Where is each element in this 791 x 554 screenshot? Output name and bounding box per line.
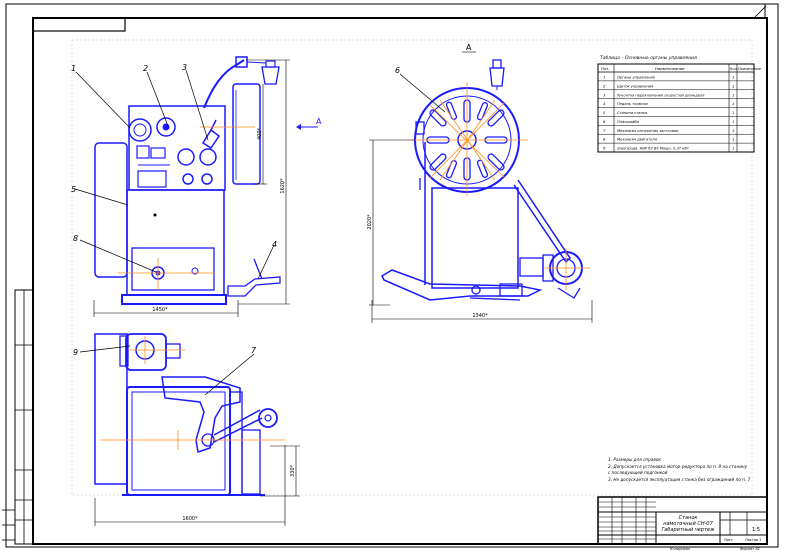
parts-table-cell: Станина станка [617, 111, 647, 115]
callout-1: 1 [71, 64, 76, 73]
front-lever [201, 128, 221, 150]
parts-table-cell: 1 [603, 74, 605, 79]
parts-table-cell: 3 [603, 92, 606, 97]
parts-table-cell: Щиток управления [617, 84, 654, 88]
callout-4: 4 [272, 240, 277, 249]
designation-box [32, 17, 126, 32]
parts-table-cell: Планшайба [617, 120, 639, 124]
front-dial-a [128, 118, 152, 142]
side-spool [492, 59, 502, 69]
parts-table-cell: 7 [603, 128, 606, 133]
view-label-a: А [466, 43, 472, 52]
side-column [431, 187, 519, 289]
parts-table-cell: 1 [732, 74, 734, 79]
front-dimensions [93, 59, 290, 317]
front-view [94, 56, 281, 305]
front-dial-f [201, 173, 213, 185]
parts-table-cell: Органы управления [617, 75, 656, 79]
parts-table-cell: 9 [603, 146, 606, 151]
note-1: 1. Размеры для справок [608, 457, 661, 462]
parts-table-cell: 1 [732, 110, 734, 115]
front-door [131, 247, 215, 291]
front-pedal [227, 276, 281, 297]
section-label-a: А [316, 117, 322, 126]
parts-table-cell: Механизм натяжения заготовки [617, 129, 679, 133]
outer-border [5, 3, 779, 548]
parts-table-header-name: Наименование [655, 66, 685, 71]
note-2: 2. Допускается установка мотор-редуктора… [608, 464, 748, 469]
top-dimensions [94, 445, 300, 526]
parts-table-header-qty: Кол. [730, 67, 738, 71]
side-base-linkage [381, 269, 543, 301]
front-dial-b [156, 117, 176, 137]
note-2b: с последующей подгонкой [608, 470, 668, 475]
dim-front-width: 1450* [152, 307, 168, 313]
callout-3: 3 [182, 63, 187, 72]
parts-table-cell: 1 [732, 128, 734, 133]
callout-6: 6 [395, 66, 400, 75]
title-copied: Копировал [670, 547, 691, 551]
callout-2: 2 [143, 64, 148, 73]
parts-table-cell: 1 [732, 101, 734, 106]
parts-table-cell: 1 [732, 146, 734, 151]
front-control-panel [128, 105, 226, 191]
front-base [121, 294, 227, 305]
top-pulley [258, 408, 278, 428]
title-sheet: Лист [724, 538, 733, 542]
dim-side-width: 1340* [472, 313, 488, 319]
front-dial-c [177, 148, 195, 166]
parts-table-rows: 1 Органы управления 1 2 Щиток управления 1 3 Ру… [598, 74, 754, 153]
side-dimensions [369, 139, 593, 323]
parts-table-cell: 6 [603, 119, 606, 124]
title-scale: 1:5 [752, 527, 760, 533]
title-format: Формат А1 [740, 547, 760, 551]
parts-table-cell: Механизм двигателя [617, 138, 658, 142]
parts-table-cell: 2 [603, 83, 606, 88]
parts-table-cell: 1 [732, 92, 734, 97]
parts-table-cell: 1 [732, 137, 734, 142]
dim-side-height: 2020* [367, 214, 373, 230]
dim-front-height-total: 1620* [280, 178, 286, 194]
parts-table-cell: 1 [732, 119, 734, 124]
parts-table-cell: 5 [603, 110, 606, 115]
title-name-line2: намоточный СН-07 [663, 521, 713, 527]
inner-frame [32, 17, 768, 545]
front-dial-d [199, 148, 217, 166]
callout-5: 5 [71, 185, 76, 194]
front-spool-arm [203, 59, 245, 109]
callout-8: 8 [73, 234, 78, 243]
dim-front-height-upper: 400* [257, 127, 263, 140]
parts-table-cell: 1 [732, 83, 734, 88]
title-block [597, 496, 768, 545]
parts-table-header-pos: Поз. [601, 66, 609, 71]
parts-table-header-note: Примечание [738, 67, 761, 71]
top-view [94, 333, 278, 496]
front-dial-e [182, 173, 194, 185]
side-view [381, 59, 583, 301]
title-name-line1: Станок [679, 515, 698, 521]
callout-9: 9 [73, 348, 78, 357]
front-motor [94, 142, 128, 278]
side-arm [513, 179, 571, 264]
dim-top-width: 1600* [182, 516, 198, 522]
parts-table-cell: Электродв. АИР 63 В4 Мощн. 0,37 кВт [616, 147, 690, 151]
note-3: 3. Не допускается эксплуатация станка бе… [608, 477, 751, 482]
top-tension-mechanism [161, 376, 241, 453]
side-stamp-column [2, 289, 34, 545]
title-sheets: Листов 1 [745, 538, 761, 542]
parts-table-cell: 8 [603, 137, 606, 142]
title-name-line3: Габаритный чертеж [661, 527, 715, 533]
front-body [126, 189, 225, 296]
dim-top-depth: 330* [290, 464, 296, 477]
parts-table-cell: Рукоятка переключения скоростей шпинделя [617, 93, 705, 97]
parts-table-cell: 4 [603, 101, 606, 106]
front-right-column [232, 83, 261, 185]
top-motor [125, 333, 167, 371]
drawing-area [71, 39, 753, 496]
callout-7: 7 [251, 346, 257, 355]
parts-table-title: Таблица – Основные органы управления [600, 55, 697, 61]
parts-table-cell: Педаль тормоза [617, 102, 648, 106]
top-left-block [94, 333, 128, 485]
